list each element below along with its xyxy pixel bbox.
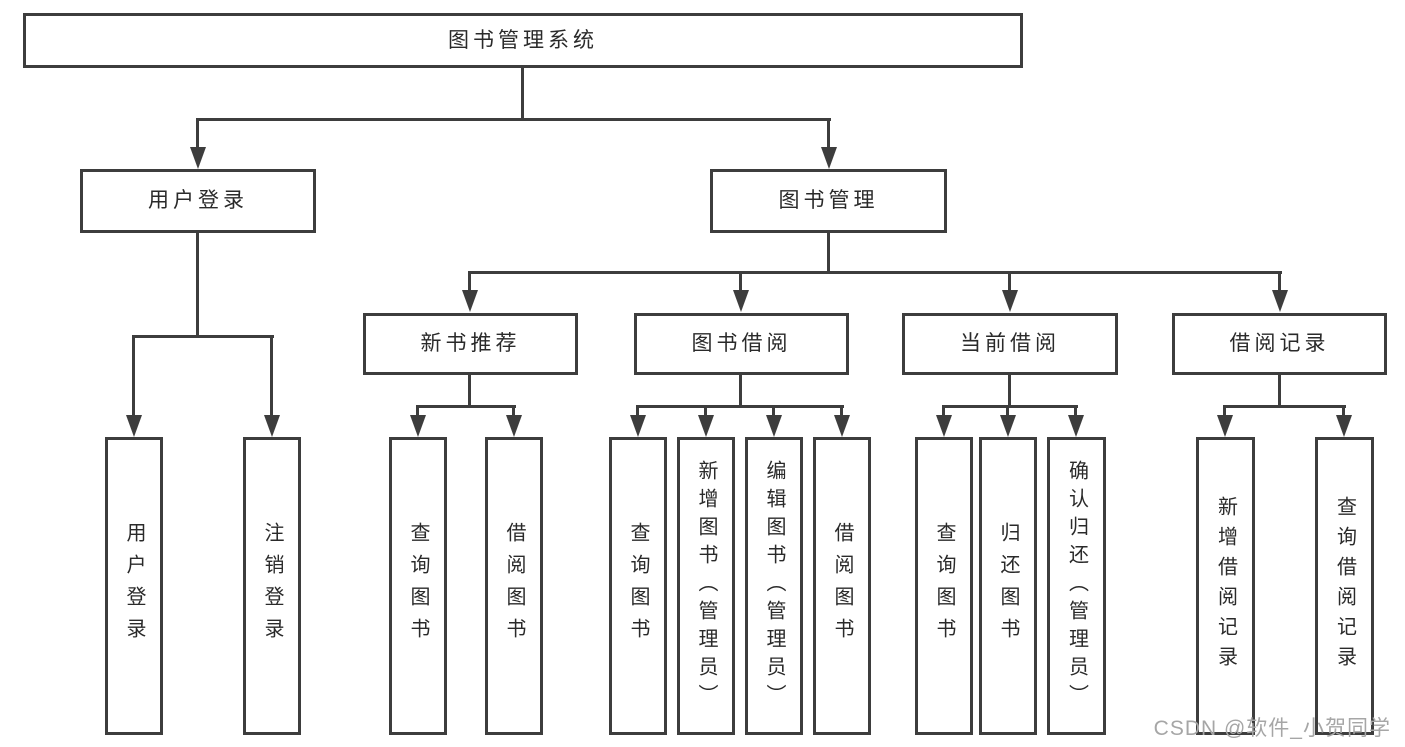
connector-line xyxy=(636,405,844,408)
arrow-down-icon xyxy=(126,415,142,437)
leaf-newbook-borrow-book: 借阅图书 xyxy=(485,437,543,735)
leaf-borrow-borrow-book-label: 借阅图书 xyxy=(831,522,853,650)
leaf-user-login: 用户登录 xyxy=(105,437,163,735)
arrow-down-icon xyxy=(1002,290,1018,312)
node-book-management-label: 图书管理 xyxy=(778,189,879,213)
connector-line xyxy=(1342,405,1345,417)
arrow-down-icon xyxy=(410,415,426,437)
connector-line xyxy=(196,118,199,150)
leaf-newbook-query-book-label: 查询图书 xyxy=(407,522,429,650)
connector-line xyxy=(739,375,742,408)
node-user-login: 用户登录 xyxy=(80,169,316,233)
connector-line xyxy=(196,118,831,121)
connector-line xyxy=(704,405,707,417)
connector-line xyxy=(468,271,471,293)
arrow-down-icon xyxy=(1336,415,1352,437)
leaf-edit-book-admin-label: 编辑图书（管理员） xyxy=(763,460,785,712)
leaf-user-login-label: 用户登录 xyxy=(123,522,145,650)
node-book-borrow: 图书借阅 xyxy=(634,313,849,375)
connector-line xyxy=(132,335,274,338)
connector-line xyxy=(772,405,775,417)
leaf-confirm-return-admin-label: 确认归还（管理员） xyxy=(1065,460,1088,712)
arrow-down-icon xyxy=(630,415,646,437)
leaf-newbook-query-book: 查询图书 xyxy=(389,437,447,735)
connector-line xyxy=(196,233,199,338)
connector-line xyxy=(512,405,515,417)
arrow-down-icon xyxy=(506,415,522,437)
connector-line xyxy=(840,405,843,417)
connector-line xyxy=(416,405,516,408)
csdn-watermark: CSDN @软件_小贺同学 xyxy=(1153,717,1391,740)
leaf-return-book-label: 归还图书 xyxy=(997,522,1019,650)
connector-line xyxy=(1008,271,1011,293)
connector-line xyxy=(1278,271,1281,293)
arrow-down-icon xyxy=(190,147,206,169)
connector-line xyxy=(468,375,471,408)
node-book-borrow-label: 图书借阅 xyxy=(691,332,792,356)
arrow-down-icon xyxy=(1272,290,1288,312)
arrow-down-icon xyxy=(936,415,952,437)
connector-line xyxy=(942,405,945,417)
arrow-down-icon xyxy=(462,290,478,312)
leaf-logout-label: 注销登录 xyxy=(261,522,283,650)
node-borrow-record-label: 借阅记录 xyxy=(1229,332,1330,356)
leaf-return-book: 归还图书 xyxy=(979,437,1037,735)
leaf-newbook-borrow-book-label: 借阅图书 xyxy=(503,522,525,650)
arrow-down-icon xyxy=(1000,415,1016,437)
connector-line xyxy=(739,271,742,293)
node-root: 图书管理系统 xyxy=(23,13,1023,68)
node-new-book-recommend: 新书推荐 xyxy=(363,313,578,375)
arrow-down-icon xyxy=(1068,415,1084,437)
arrow-down-icon xyxy=(821,147,837,169)
connector-line xyxy=(1223,405,1226,417)
node-current-borrow: 当前借阅 xyxy=(902,313,1118,375)
node-current-borrow-label: 当前借阅 xyxy=(960,332,1060,356)
connector-line xyxy=(1006,405,1009,417)
connector-line xyxy=(416,405,419,417)
node-borrow-record: 借阅记录 xyxy=(1172,313,1387,375)
connector-line xyxy=(1074,405,1077,417)
connector-line xyxy=(636,405,639,417)
node-user-login-label: 用户登录 xyxy=(148,189,248,213)
leaf-add-book-admin: 新增图书（管理员） xyxy=(677,437,735,735)
connector-line xyxy=(1278,375,1281,408)
arrow-down-icon xyxy=(766,415,782,437)
connector-line xyxy=(521,68,524,120)
leaf-borrow-query-book: 查询图书 xyxy=(609,437,667,735)
arrow-down-icon xyxy=(733,290,749,312)
leaf-logout: 注销登录 xyxy=(243,437,301,735)
arrow-down-icon xyxy=(834,415,850,437)
leaf-edit-book-admin: 编辑图书（管理员） xyxy=(745,437,803,735)
leaf-current-query-book: 查询图书 xyxy=(915,437,973,735)
leaf-query-borrow-record: 查询借阅记录 xyxy=(1315,437,1374,735)
node-book-management: 图书管理 xyxy=(710,169,947,233)
leaf-borrow-borrow-book: 借阅图书 xyxy=(813,437,871,735)
node-root-label: 图书管理系统 xyxy=(448,28,598,52)
connector-line xyxy=(132,335,135,417)
leaf-confirm-return-admin: 确认归还（管理员） xyxy=(1047,437,1106,735)
leaf-borrow-query-book-label: 查询图书 xyxy=(627,522,649,650)
leaf-add-borrow-record-label: 新增借阅记录 xyxy=(1214,496,1237,676)
node-new-book-recommend-label: 新书推荐 xyxy=(420,332,521,356)
leaf-query-borrow-record-label: 查询借阅记录 xyxy=(1333,496,1356,676)
connector-line xyxy=(942,405,1078,408)
connector-line xyxy=(1008,375,1011,408)
leaf-add-borrow-record: 新增借阅记录 xyxy=(1196,437,1255,735)
connector-line xyxy=(827,118,830,150)
leaf-add-book-admin-label: 新增图书（管理员） xyxy=(695,460,717,712)
arrow-down-icon xyxy=(698,415,714,437)
connector-line xyxy=(468,271,1282,274)
leaf-current-query-book-label: 查询图书 xyxy=(933,522,955,650)
arrow-down-icon xyxy=(1217,415,1233,437)
connector-line xyxy=(827,233,830,274)
connector-line xyxy=(270,335,273,417)
arrow-down-icon xyxy=(264,415,280,437)
connector-line xyxy=(1223,405,1346,408)
